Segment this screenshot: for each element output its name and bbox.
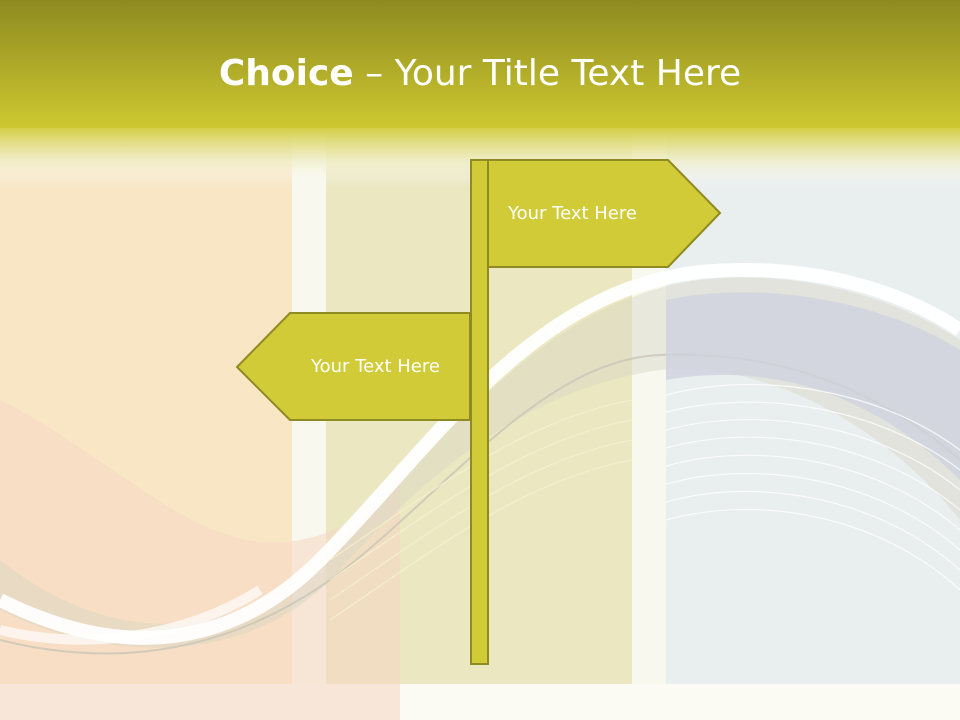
sign-left-label: Your Text Here <box>311 356 440 377</box>
title-strong: Choice <box>218 53 354 94</box>
signpost <box>235 159 722 665</box>
slide-title: Choice – Your Title Text Here <box>0 50 960 98</box>
sign-right-label: Your Text Here <box>508 203 637 224</box>
sign-right-arrow <box>487 159 722 268</box>
sign-left-arrow <box>235 312 471 421</box>
header-band <box>0 0 960 128</box>
signpost-pole <box>470 159 489 665</box>
title-rest: – Your Title Text Here <box>353 53 742 94</box>
